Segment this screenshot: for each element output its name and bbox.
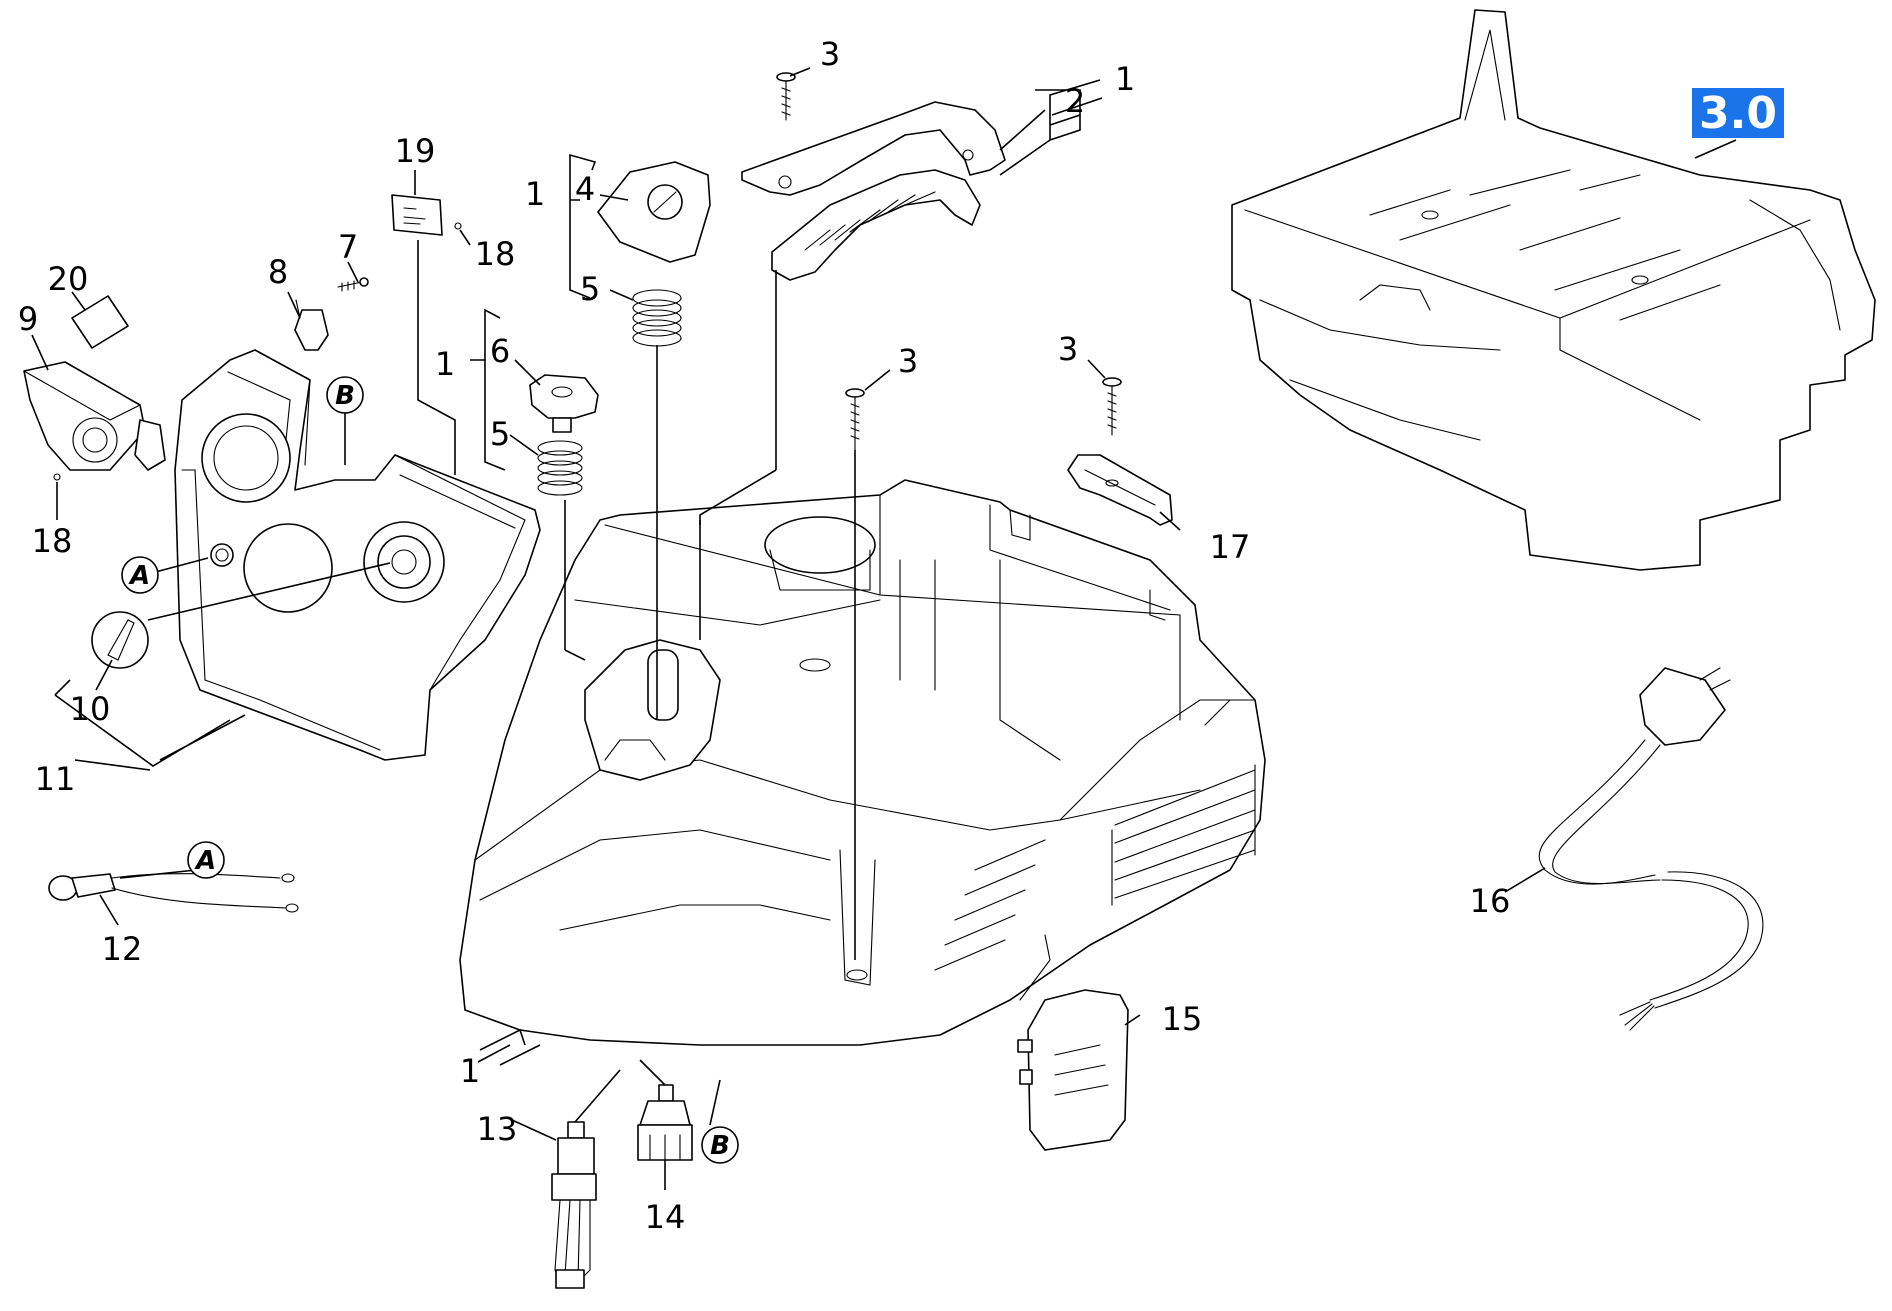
- front-panel: [174, 349, 541, 761]
- knob-cap: [597, 161, 711, 263]
- screw-top: [776, 72, 796, 121]
- callout-1-spring: 1: [435, 345, 455, 383]
- callout-9: 9: [18, 300, 38, 338]
- callout-4: 4: [575, 170, 595, 208]
- callout-8: 8: [268, 253, 288, 291]
- access-cover: [1017, 989, 1129, 1151]
- callout-5-upper: 5: [580, 270, 600, 308]
- callout-1-knob: 1: [525, 175, 545, 213]
- connector-b-switch-label: B: [710, 1131, 730, 1161]
- section-badge-background: [1692, 88, 1784, 138]
- callout-2: 2: [1065, 82, 1085, 120]
- valve-button: [529, 374, 599, 433]
- callout-1-handle: 1: [1115, 60, 1135, 98]
- section-badge[interactable]: 3.0: [1692, 88, 1784, 139]
- callout-14: 14: [645, 1198, 686, 1236]
- screw-middle: [845, 388, 865, 451]
- callout-3-right: 3: [1058, 330, 1078, 368]
- callout-20: 20: [48, 260, 89, 298]
- base-tray: [1231, 9, 1876, 571]
- section-badge-label: 3.0: [1699, 88, 1777, 139]
- spring-lower: [537, 440, 583, 496]
- connector-a-lamp-label: A: [194, 846, 216, 876]
- label-plate: [391, 194, 462, 236]
- connector-b-switch: B: [701, 1126, 739, 1164]
- callout-10: 10: [70, 690, 111, 728]
- connector-a-panel: A: [121, 556, 159, 594]
- callout-11: 11: [35, 760, 76, 798]
- callout-19: 19: [395, 132, 436, 170]
- connector-a-lamp: A: [187, 841, 225, 879]
- clip: [294, 299, 329, 351]
- power-socket: [23, 361, 166, 481]
- part-number-callouts: 1 2 3 19 1 4 18 5 7 20 8 9 6 1 5 3 3 17 …: [18, 35, 1511, 1236]
- callout-16: 16: [1470, 882, 1511, 920]
- callout-15: 15: [1162, 1000, 1203, 1038]
- callout-12: 12: [102, 930, 143, 968]
- callout-18-socket: 18: [32, 522, 73, 560]
- connector-b-panel-label: B: [335, 381, 355, 411]
- callout-18-plate: 18: [475, 235, 516, 273]
- screw-right: [1102, 377, 1122, 436]
- leader-lines: [31, 67, 1546, 1190]
- callout-6: 6: [490, 332, 510, 370]
- power-cord: [1538, 667, 1764, 1031]
- screw-small-7: [337, 277, 369, 292]
- callout-1-bottom: 1: [460, 1052, 480, 1090]
- callout-17: 17: [1210, 528, 1251, 566]
- sticker: [71, 295, 129, 349]
- connector-a-panel-label: A: [128, 561, 150, 591]
- callout-7: 7: [338, 228, 358, 266]
- wire-harness: [551, 1121, 597, 1289]
- callout-13: 13: [477, 1110, 518, 1148]
- connector-b-panel: B: [326, 376, 364, 414]
- switch-connector: [637, 1084, 693, 1161]
- spring-upper: [632, 289, 682, 347]
- main-housing: [459, 479, 1266, 1046]
- indicator-lamp: [48, 873, 299, 913]
- bracket: [1067, 454, 1173, 526]
- handle: [741, 101, 1006, 281]
- selector-knob-part: [91, 611, 149, 669]
- callout-3-middle: 3: [898, 342, 918, 380]
- callout-5-lower: 5: [490, 415, 510, 453]
- callout-3-top: 3: [820, 35, 840, 73]
